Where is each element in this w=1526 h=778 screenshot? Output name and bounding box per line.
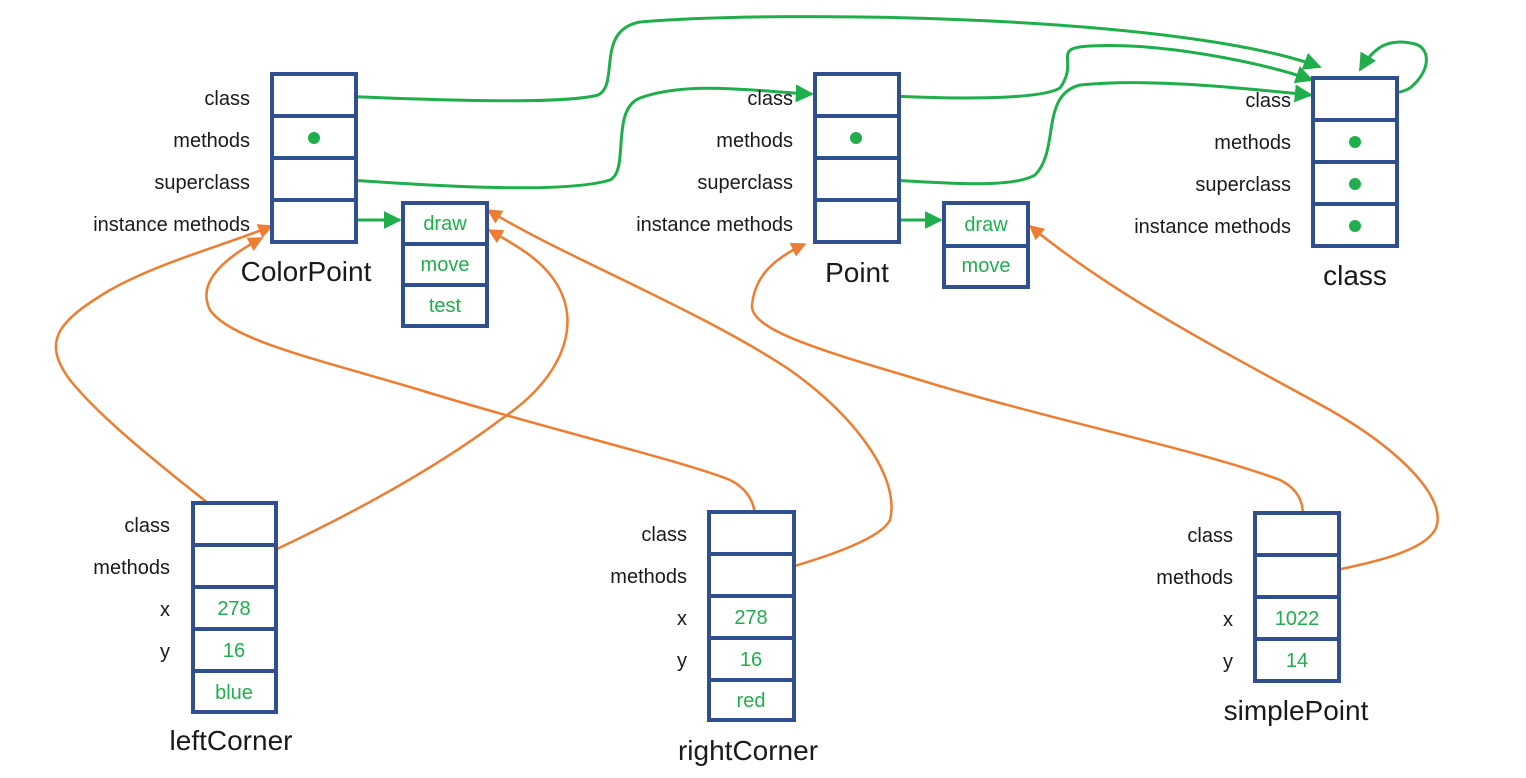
method-name: draw <box>423 213 467 235</box>
colorpoint-class-slot <box>270 72 358 118</box>
method-name: test <box>429 295 462 317</box>
simplepoint-title: simplePoint <box>1224 695 1369 726</box>
rightcorner-methods-slot <box>707 552 796 598</box>
rightcorner-methods-arrow <box>486 208 893 579</box>
color-value: red <box>737 690 766 712</box>
colorpoint-superclass-slot <box>270 156 358 202</box>
rightcorner-object: class methods x y 278 16 red rightCorner <box>610 510 818 766</box>
slot-label: x <box>1223 609 1233 631</box>
colorpoint-object: class methods superclass instance method… <box>93 72 372 287</box>
x-value: 1022 <box>1275 608 1320 630</box>
slot-label: y <box>1223 651 1233 673</box>
colorpoint-superclass-arrow <box>319 84 814 190</box>
slot-label: class <box>1245 90 1291 112</box>
slot-label: class <box>641 524 687 546</box>
simplepoint-y-slot <box>1253 637 1341 683</box>
slot-label: x <box>160 599 170 621</box>
slot-label: class <box>747 88 793 110</box>
slot-label: x <box>677 608 687 630</box>
y-value: 16 <box>223 640 245 662</box>
slot-label: methods <box>93 557 170 579</box>
rightcorner-class-arrow <box>205 236 757 531</box>
point-instance-methods-slot <box>813 198 901 244</box>
method-name: draw <box>964 214 1008 236</box>
class-object: class methods superclass instance method… <box>1134 76 1399 291</box>
leftcorner-y-slot <box>191 627 278 673</box>
method-name: move <box>421 254 470 276</box>
leftcorner-methods-slot <box>191 543 278 589</box>
point-class-arrow <box>855 44 1314 100</box>
leftcorner-object: class methods x y 278 16 blue leftCorner <box>93 501 293 756</box>
slot-label: instance methods <box>1134 216 1291 238</box>
rightcorner-class-slot <box>707 510 796 556</box>
colorpoint-methods-dot <box>308 132 320 144</box>
slot-label: superclass <box>1195 174 1291 196</box>
method-cell <box>401 283 489 328</box>
class-class-slot <box>1311 76 1399 122</box>
slot-label: methods <box>716 130 793 152</box>
method-cell <box>942 244 1030 289</box>
simplepoint-methods-arrow <box>1028 225 1439 579</box>
y-value: 14 <box>1286 650 1308 672</box>
color-value: blue <box>215 682 253 704</box>
class-superclass-dot <box>1349 178 1361 190</box>
x-value: 278 <box>217 598 250 620</box>
method-name: move <box>962 255 1011 277</box>
simplepoint-class-slot <box>1253 511 1341 557</box>
class-methods-dot <box>1349 136 1361 148</box>
rightcorner-color-slot <box>707 678 796 722</box>
slot-label: y <box>677 650 687 672</box>
class-title: class <box>1323 260 1387 291</box>
colorpoint-methods-table: draw move test <box>401 201 489 328</box>
slot-label: class <box>1187 525 1233 547</box>
slot-label: class <box>204 88 250 110</box>
method-cell <box>401 242 489 287</box>
point-title: Point <box>825 257 889 288</box>
slot-label: class <box>124 515 170 537</box>
rightcorner-title: rightCorner <box>678 735 818 766</box>
colorpoint-instance-methods-slot <box>270 198 358 244</box>
point-superclass-slot <box>813 156 901 202</box>
point-superclass-arrow <box>857 81 1313 186</box>
leftcorner-methods-arrow <box>237 228 569 569</box>
instance-pointers <box>54 208 1439 579</box>
class-instance-methods-dot <box>1349 220 1361 232</box>
point-methods-table: draw move <box>942 201 1030 289</box>
leftcorner-class-arrow <box>54 224 274 524</box>
x-value: 278 <box>734 607 767 629</box>
leftcorner-title: leftCorner <box>170 725 293 756</box>
leftcorner-color-slot <box>191 669 278 714</box>
colorpoint-class-arrow <box>312 15 1322 103</box>
slot-label: methods <box>1156 567 1233 589</box>
point-object: class methods superclass instance method… <box>636 72 901 288</box>
slot-label: superclass <box>697 172 793 194</box>
simplepoint-object: class methods x y 1022 14 simplePoint <box>1156 511 1369 726</box>
slot-label: y <box>160 641 170 663</box>
colorpoint-title: ColorPoint <box>241 256 372 287</box>
slot-label: methods <box>173 130 250 152</box>
slot-label: instance methods <box>93 214 250 236</box>
simplepoint-methods-slot <box>1253 553 1341 599</box>
slot-label: instance methods <box>636 214 793 236</box>
point-methods-dot <box>850 132 862 144</box>
slot-label: methods <box>1214 132 1291 154</box>
leftcorner-class-slot <box>191 501 278 547</box>
point-class-slot <box>813 72 901 118</box>
slot-label: methods <box>610 566 687 588</box>
y-value: 16 <box>740 649 762 671</box>
slot-label: superclass <box>154 172 250 194</box>
leftcorner-x-slot <box>191 585 278 631</box>
simplepoint-class-arrow <box>750 242 1304 531</box>
